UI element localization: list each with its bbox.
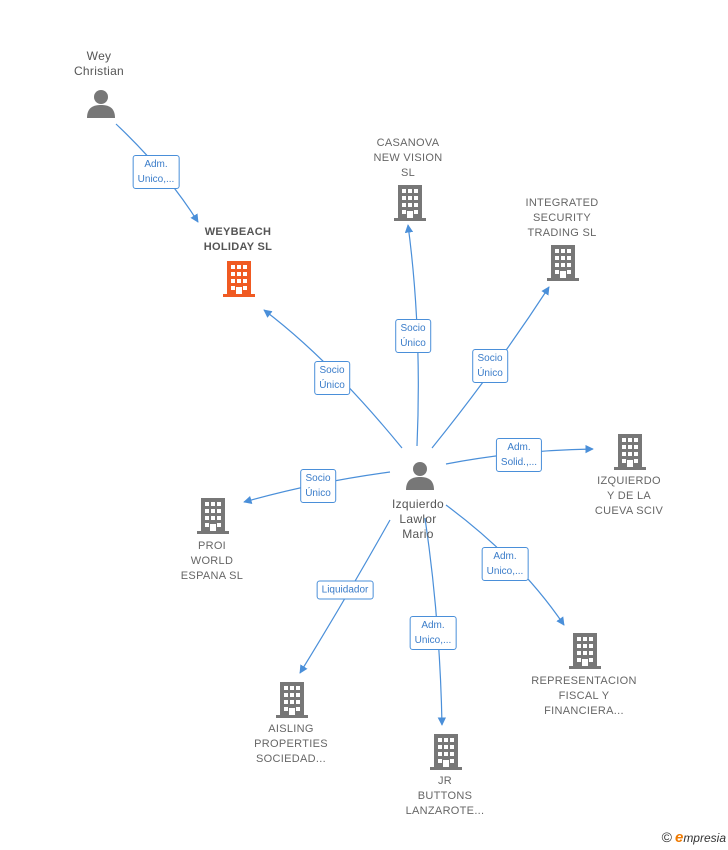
brand-name: mpresia — [683, 831, 726, 845]
company-label-jr[interactable]: JR BUTTONS LANZAROTE... — [405, 775, 485, 817]
person-icon-center[interactable] — [406, 462, 434, 490]
relation-label-aisling[interactable]: Liquidador — [316, 580, 374, 600]
building-icon-casanova[interactable] — [394, 185, 426, 221]
building-icon-integrated[interactable] — [547, 245, 579, 281]
relation-label-weybeach[interactable]: Socio Único — [314, 361, 350, 395]
relation-label-proi[interactable]: Socio Único — [300, 469, 336, 503]
building-icon-representacion[interactable] — [569, 633, 601, 669]
building-icon-weybeach[interactable] — [223, 261, 255, 297]
relation-label-representacion[interactable]: Adm. Unico,... — [481, 547, 529, 581]
person-label-center[interactable]: Izquierdo Lawlor Mario — [391, 497, 445, 541]
company-label-casanova[interactable]: CASANOVA NEW VISION SL — [373, 137, 443, 179]
building-icon-aisling[interactable] — [276, 682, 308, 718]
company-label-izquierdo[interactable]: IZQUIERDO Y DE LA CUEVA SCIV — [594, 475, 664, 517]
person-icon-wey[interactable] — [87, 90, 115, 118]
company-label-aisling[interactable]: AISLING PROPERTIES SOCIEDAD... — [254, 723, 328, 765]
company-label-proi[interactable]: PROI WORLD ESPANA SL — [180, 540, 244, 582]
person-label-wey[interactable]: Wey Christian — [73, 49, 125, 78]
brand-footer[interactable]: ©empresia — [662, 829, 726, 846]
copyright-icon: © — [661, 829, 672, 845]
relation-label-izquierdo[interactable]: Adm. Solid.,... — [495, 438, 543, 472]
company-label-representacion[interactable]: REPRESENTACION FISCAL Y FINANCIERA... — [531, 675, 637, 717]
company-label-integrated[interactable]: INTEGRATED SECURITY TRADING SL — [525, 197, 599, 239]
company-label-weybeach[interactable]: WEYBEACH HOLIDAY SL — [203, 226, 273, 253]
building-icon-proi[interactable] — [197, 498, 229, 534]
relation-label-jr[interactable]: Adm. Unico,... — [409, 616, 457, 650]
building-icon-jr[interactable] — [430, 734, 462, 770]
relation-label-wey-weybeach[interactable]: Adm. Unico,... — [132, 155, 180, 189]
building-icon-izquierdo[interactable] — [614, 434, 646, 470]
relation-label-casanova[interactable]: Socio Único — [395, 319, 431, 353]
relation-label-integrated[interactable]: Socio Único — [472, 349, 508, 383]
brand-initial: e — [674, 829, 684, 846]
